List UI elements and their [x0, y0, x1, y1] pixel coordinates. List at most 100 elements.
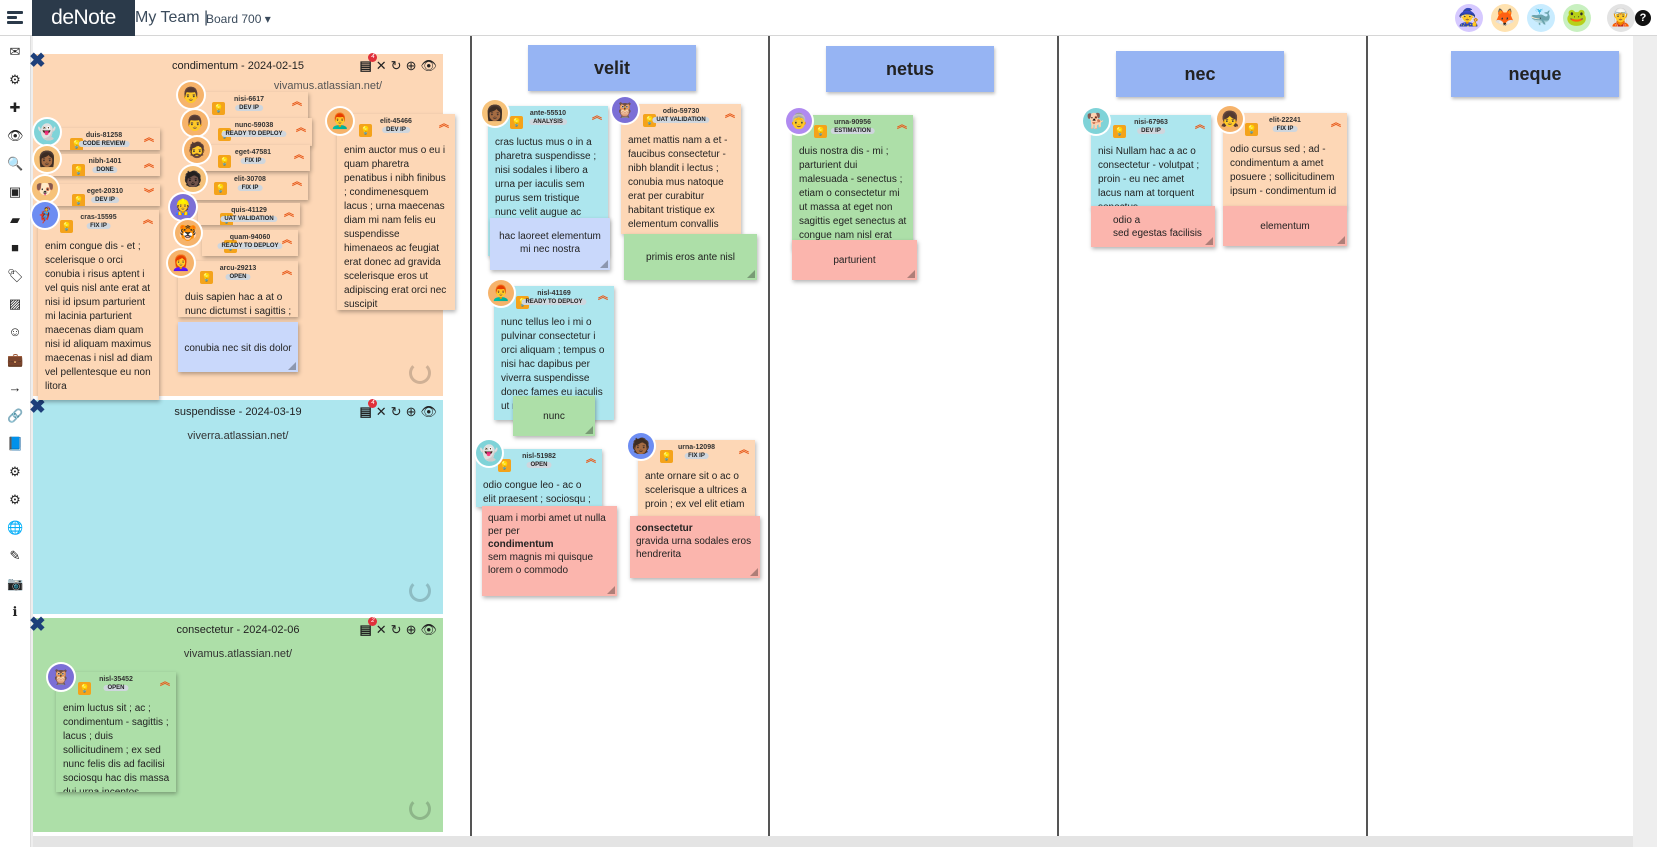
column-header-neque[interactable]: neque [1451, 51, 1619, 97]
assignee-avatar[interactable]: 👨 [182, 110, 208, 136]
assignee-avatar[interactable]: 🐯 [175, 220, 201, 246]
priority-high-icon[interactable]: ︽ [292, 177, 302, 188]
avatar-user-2[interactable]: 🦊 [1491, 4, 1519, 32]
column-header-netus[interactable]: netus [826, 46, 994, 92]
priority-high-icon[interactable]: ︽ [282, 266, 292, 277]
bulb-icon[interactable]: 💡 [1113, 125, 1126, 138]
assignee-avatar[interactable]: 🦸 [32, 202, 58, 228]
assignee-avatar[interactable]: 🦉 [612, 97, 638, 123]
plus-icon[interactable]: ✚ [9, 100, 21, 115]
avatar-user-1[interactable]: 🧙 [1455, 4, 1483, 32]
priority-high-icon[interactable]: ︽ [1331, 118, 1341, 129]
stack-icon[interactable]: ▤2 [359, 617, 378, 638]
note-elementum[interactable]: elementum [1223, 206, 1347, 246]
assignee-avatar[interactable]: 👩🏾 [482, 100, 508, 126]
stack-icon[interactable]: ▤4 [359, 399, 378, 420]
swimlane-url[interactable]: viverra.atlassian.net/ [187, 430, 289, 442]
avatar-user-4[interactable]: 🐸 [1563, 4, 1591, 32]
avatar-user-3[interactable]: 🐳 [1527, 4, 1555, 32]
priority-high-icon[interactable]: ︽ [284, 208, 294, 219]
assignee-avatar[interactable]: 🐕 [1083, 108, 1109, 134]
globe-icon[interactable]: 🌐 [7, 520, 24, 535]
search-icon[interactable]: 🔍 [7, 156, 24, 171]
assignee-avatar[interactable]: 🐶 [32, 176, 58, 202]
note-conubia[interactable]: conubia nec sit dis dolor [178, 322, 298, 372]
bulb-icon[interactable]: 💡 [359, 124, 372, 137]
refresh-icon[interactable]: ↻ [390, 404, 402, 419]
close-icon[interactable]: ✕ [375, 58, 387, 73]
note-consectetur[interactable]: consectetur gravida urna sodales eros he… [630, 516, 760, 578]
priority-high-icon[interactable]: ︽ [598, 291, 608, 302]
gear-icon[interactable]: ⚙ [9, 72, 21, 87]
eye-icon[interactable]: 👁 [420, 622, 437, 637]
priority-high-icon[interactable]: ︽ [143, 215, 153, 226]
book-icon[interactable]: 📘 [7, 436, 24, 451]
help-icon[interactable]: ? [1635, 10, 1651, 26]
info-icon[interactable]: ℹ [12, 604, 18, 619]
assignee-avatar[interactable]: 👧 [1217, 106, 1243, 132]
column-header-velit[interactable]: velit [528, 45, 696, 91]
refresh-icon[interactable]: ↻ [390, 622, 402, 637]
avatar-current-user[interactable]: 🧝 [1607, 4, 1635, 32]
board-icon[interactable]: ▣ [8, 184, 22, 199]
cogs-icon[interactable]: ⚙ [9, 464, 21, 479]
horizontal-scrollbar[interactable] [33, 836, 1633, 847]
assignee-avatar[interactable]: 🧔 [184, 137, 210, 163]
note-primis[interactable]: primis eros ante nisl [624, 234, 757, 280]
bulb-icon[interactable]: 💡 [218, 155, 231, 168]
priority-high-icon[interactable]: ︽ [292, 97, 302, 108]
board-selector[interactable]: Board 700 ▾ [206, 12, 271, 26]
jira-icon[interactable]: ✖ [29, 50, 46, 72]
priority-high-icon[interactable]: ︽ [586, 454, 596, 465]
note-odio[interactable]: odio a sed egestas facilisis [1091, 206, 1215, 247]
jira-icon[interactable]: ✖ [29, 614, 46, 636]
menu-icon[interactable] [4, 9, 26, 27]
refresh-icon[interactable]: ↻ [390, 58, 402, 73]
add-icon[interactable]: ⊕ [405, 404, 417, 419]
priority-high-icon[interactable]: ︽ [294, 150, 304, 161]
bulb-icon[interactable]: 💡 [72, 194, 85, 206]
priority-high-icon[interactable]: ︽ [296, 123, 306, 134]
priority-high-icon[interactable]: ︽ [160, 677, 170, 688]
smile-icon[interactable]: ☺ [8, 324, 22, 339]
priority-high-icon[interactable]: ︽ [439, 119, 449, 130]
column-header-nec[interactable]: nec [1116, 51, 1284, 97]
bulb-icon[interactable]: 💡 [1245, 123, 1258, 136]
note-icon[interactable]: ▰ [10, 212, 20, 227]
mail-icon[interactable]: ✉ [9, 44, 21, 59]
assignee-avatar[interactable]: 👻 [34, 119, 60, 145]
cogs-alt-icon[interactable]: ⚙ [9, 492, 21, 507]
note-nunc[interactable]: nunc [513, 396, 595, 436]
assignee-avatar[interactable]: 👩🏾 [34, 146, 60, 172]
bulb-icon[interactable]: 💡 [510, 116, 523, 129]
bulb-icon[interactable]: 💡 [214, 182, 227, 195]
camera-icon[interactable]: 📷 [7, 576, 24, 591]
bulb-icon[interactable]: 💡 [60, 220, 73, 233]
wand-icon[interactable]: ✎ [9, 548, 21, 563]
assignee-avatar[interactable]: 🦉 [48, 664, 74, 690]
note-quam[interactable]: quam i morbi amet ut nulla per per condi… [482, 506, 617, 596]
assignee-avatar[interactable]: 🧑🏿 [180, 166, 206, 192]
briefcase-icon[interactable]: 💼 [7, 352, 24, 367]
binoculars-icon[interactable]: 👁 [7, 128, 24, 143]
assignee-avatar[interactable]: 👨‍🦰 [327, 108, 353, 134]
eye-icon[interactable]: 👁 [420, 58, 437, 73]
app-logo[interactable]: deNote [32, 0, 135, 36]
add-icon[interactable]: ⊕ [405, 58, 417, 73]
bulb-icon[interactable]: 💡 [660, 450, 673, 463]
